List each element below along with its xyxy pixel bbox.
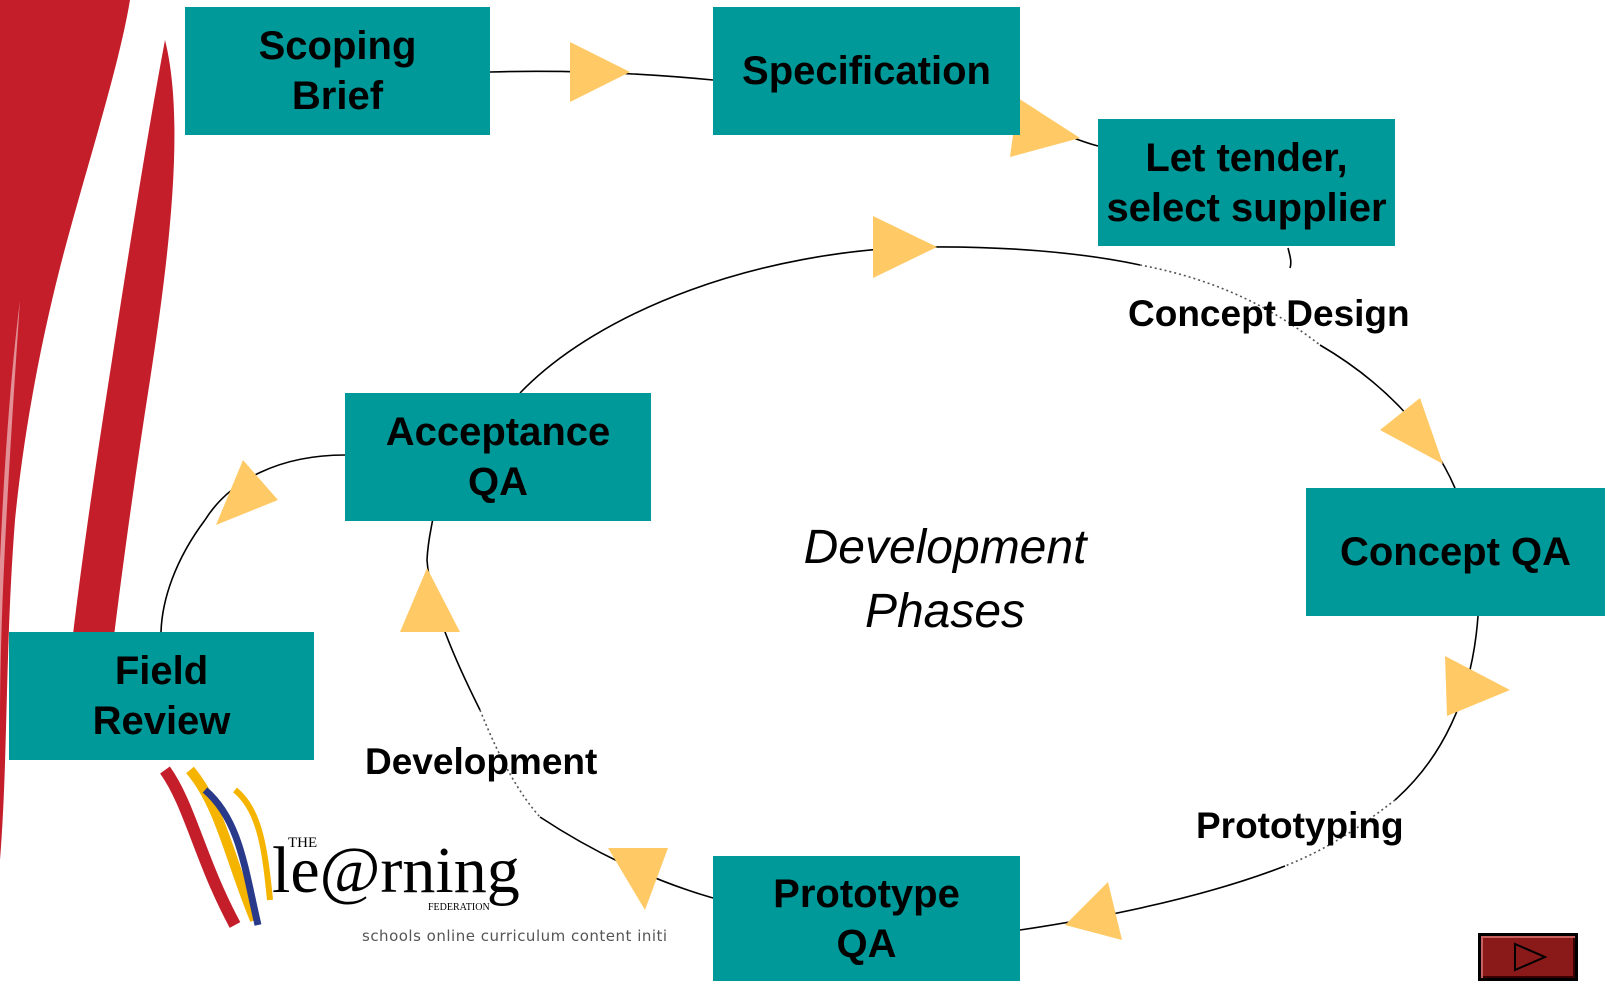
outer-loop-upper xyxy=(204,454,346,521)
arrow-ellipse-top xyxy=(873,216,937,278)
ellipse-left-lower xyxy=(426,559,481,711)
play-triangle-icon xyxy=(1514,942,1548,972)
arrow-ellipse-bottom-left xyxy=(608,848,668,910)
phase-label-concept-design: Concept Design xyxy=(1128,293,1410,334)
ellipse-top-right xyxy=(924,246,1141,266)
arrow-spec-to-tender xyxy=(1010,98,1080,157)
logo-tagline: schools online curriculum content initi xyxy=(362,927,668,945)
box-prototype-qa-label: Prototype QA xyxy=(773,871,960,966)
phase-label-development: Development xyxy=(365,741,598,782)
phase-label-prototyping: Prototyping xyxy=(1196,805,1404,846)
box-specification-label: Specification xyxy=(742,49,991,93)
box-scoping-brief-label: Scoping Brief xyxy=(258,24,417,118)
outer-loop-lower xyxy=(160,519,206,633)
arrow-ellipse-left xyxy=(400,568,460,632)
box-acceptance-qa-label: Acceptance QA xyxy=(385,410,611,504)
arrow-ellipse-right-lower xyxy=(1445,656,1510,716)
arrow-outer-loop xyxy=(216,460,278,525)
ellipse-top-left xyxy=(519,246,926,394)
logo-wordmark: le@rning xyxy=(272,834,520,907)
box-field-review-label: Field Review xyxy=(92,649,231,743)
next-slide-button[interactable] xyxy=(1478,933,1578,981)
connector-tender-loop xyxy=(1287,247,1292,269)
box-let-tender-label: Let tender, select supplier xyxy=(1106,135,1387,230)
red-swoosh-decoration xyxy=(0,0,175,860)
logo-federation-text: FEDERATION xyxy=(428,902,490,913)
direction-arrows xyxy=(216,42,1510,940)
logo-the-text: THE xyxy=(288,835,317,851)
ellipse-right-upper xyxy=(1319,344,1456,489)
learning-federation-logo-mark: THE le@rning FEDERATION xyxy=(160,766,520,928)
dotted-connectors xyxy=(479,264,1396,867)
box-concept-qa-label: Concept QA xyxy=(1339,530,1572,574)
center-title: Development Phases xyxy=(803,521,1087,638)
box-scoping-brief: Scoping Brief xyxy=(185,7,490,135)
ellipse-right-lower xyxy=(1394,615,1479,801)
box-field-review: Field Review xyxy=(9,632,314,760)
box-acceptance-qa: Acceptance QA xyxy=(345,393,651,521)
arrow-ellipse-right-upper xyxy=(1380,398,1443,464)
arrow-ellipse-bottom-right xyxy=(1065,882,1122,940)
box-concept-qa: Concept QA xyxy=(1306,488,1605,616)
arrow-scoping-to-spec xyxy=(570,42,630,102)
box-prototype-qa: Prototype QA xyxy=(713,856,1020,981)
ellipse-left-upper xyxy=(426,517,434,561)
ellipse-bottom-right xyxy=(1019,865,1286,931)
box-specification: Specification xyxy=(713,7,1020,135)
box-let-tender: Let tender, select supplier xyxy=(1098,119,1395,246)
